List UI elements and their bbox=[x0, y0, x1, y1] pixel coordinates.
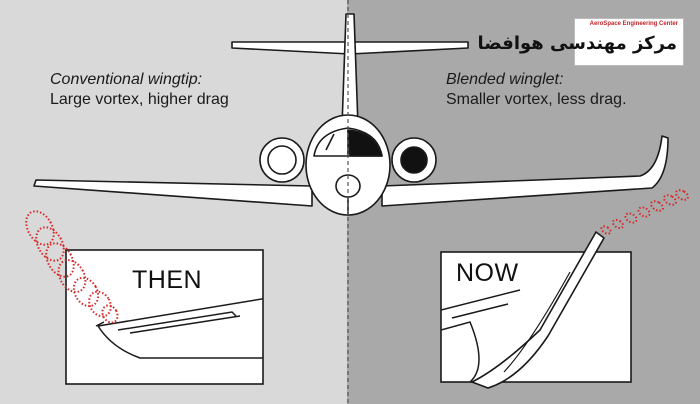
right-engine-intake bbox=[400, 146, 428, 174]
aircraft-front-view bbox=[33, 13, 669, 216]
winglet-inner-line bbox=[503, 271, 571, 373]
left-caption-subtitle: Large vortex, higher drag bbox=[50, 91, 229, 108]
small-winglet-vortex bbox=[600, 189, 689, 235]
then-wing-detail bbox=[117, 311, 237, 331]
large-wingtip-vortex bbox=[25, 210, 119, 324]
now-wing-surface bbox=[441, 289, 521, 311]
left-wing bbox=[33, 179, 313, 207]
logo-farsi-text: مرکز مهندسی هوافضا bbox=[477, 33, 677, 54]
then-wing-detail-2 bbox=[129, 315, 241, 334]
left-engine-intake bbox=[267, 145, 297, 175]
conventional-wingtip-caption: Conventional wingtip: Large vortex, high… bbox=[50, 70, 229, 110]
logo-english-text: AeroSpace Engineering Center bbox=[589, 21, 678, 27]
left-caption-title: Conventional wingtip: bbox=[50, 71, 203, 88]
then-wing-tip-cap bbox=[97, 325, 263, 359]
then-wing-leading-edge bbox=[97, 298, 263, 327]
now-wing-lower bbox=[441, 321, 480, 382]
right-wing-with-winglet bbox=[381, 135, 669, 207]
right-caption-subtitle: Smaller vortex, less drag. bbox=[446, 91, 627, 108]
then-label: THEN bbox=[132, 266, 203, 294]
then-wingtip-outline bbox=[95, 321, 105, 327]
then-panel bbox=[65, 249, 264, 385]
cockpit-windshield-right bbox=[347, 129, 383, 157]
now-panel bbox=[440, 251, 632, 383]
right-caption-title: Blended winglet: bbox=[446, 71, 564, 88]
aerospace-center-logo: AeroSpace Engineering Center مرکز مهندسی… bbox=[478, 18, 684, 66]
now-wing-detail bbox=[451, 303, 509, 319]
blended-winglet-caption: Blended winglet: Smaller vortex, less dr… bbox=[446, 70, 627, 110]
blended-winglet bbox=[471, 231, 605, 389]
now-label: NOW bbox=[456, 259, 519, 287]
